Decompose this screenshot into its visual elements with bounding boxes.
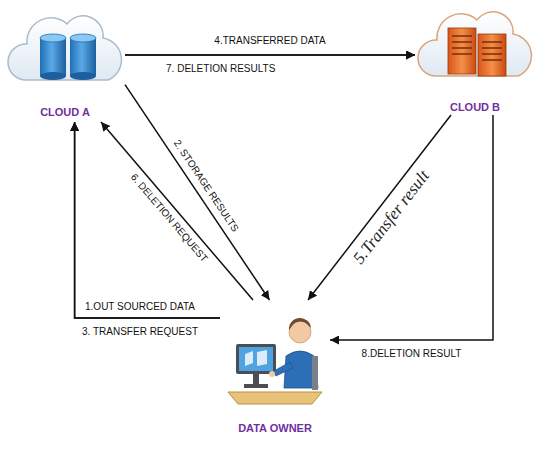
server-rack (448, 28, 476, 74)
edge-label: 5.Transfer result (349, 166, 433, 267)
edge-label: 4.TRANSFERRED DATA (214, 35, 325, 47)
cloud-node: CLOUD B (415, 2, 535, 115)
arrow-connector (125, 85, 270, 300)
cloud-b-icon (418, 12, 531, 76)
edge-label: 1.OUT SOURCED DATA (85, 301, 195, 313)
edge-label: 2. STORAGE RESULTS (171, 138, 241, 234)
database-cylinder (40, 34, 66, 80)
edge-label: 7. DELETION RESULTS (166, 63, 275, 75)
cloud-node: CLOUD A (5, 2, 125, 120)
arrow-connector (125, 54, 415, 56)
server-rack (478, 34, 506, 76)
edge-label: 3. TRANSFER REQUEST (82, 326, 198, 338)
arrow-connector (308, 115, 451, 300)
node-label: CLOUD A (40, 105, 90, 119)
person-node: DATA OWNER (220, 300, 330, 436)
node-label: CLOUD B (450, 100, 500, 114)
arrow-connector (125, 54, 415, 56)
arrow-connector (101, 122, 253, 300)
arrow-connector (330, 115, 493, 340)
cloud-a-icon (8, 16, 121, 80)
arrow-connector (75, 122, 220, 318)
node-label: DATA OWNER (238, 421, 312, 435)
edge-label: 6. DELETION REQUEST (128, 172, 210, 265)
arrow-connector (75, 122, 220, 318)
data-owner-icon (228, 318, 322, 404)
edge-label: 8.DELETION RESULT (362, 348, 462, 360)
database-cylinder (70, 34, 96, 80)
